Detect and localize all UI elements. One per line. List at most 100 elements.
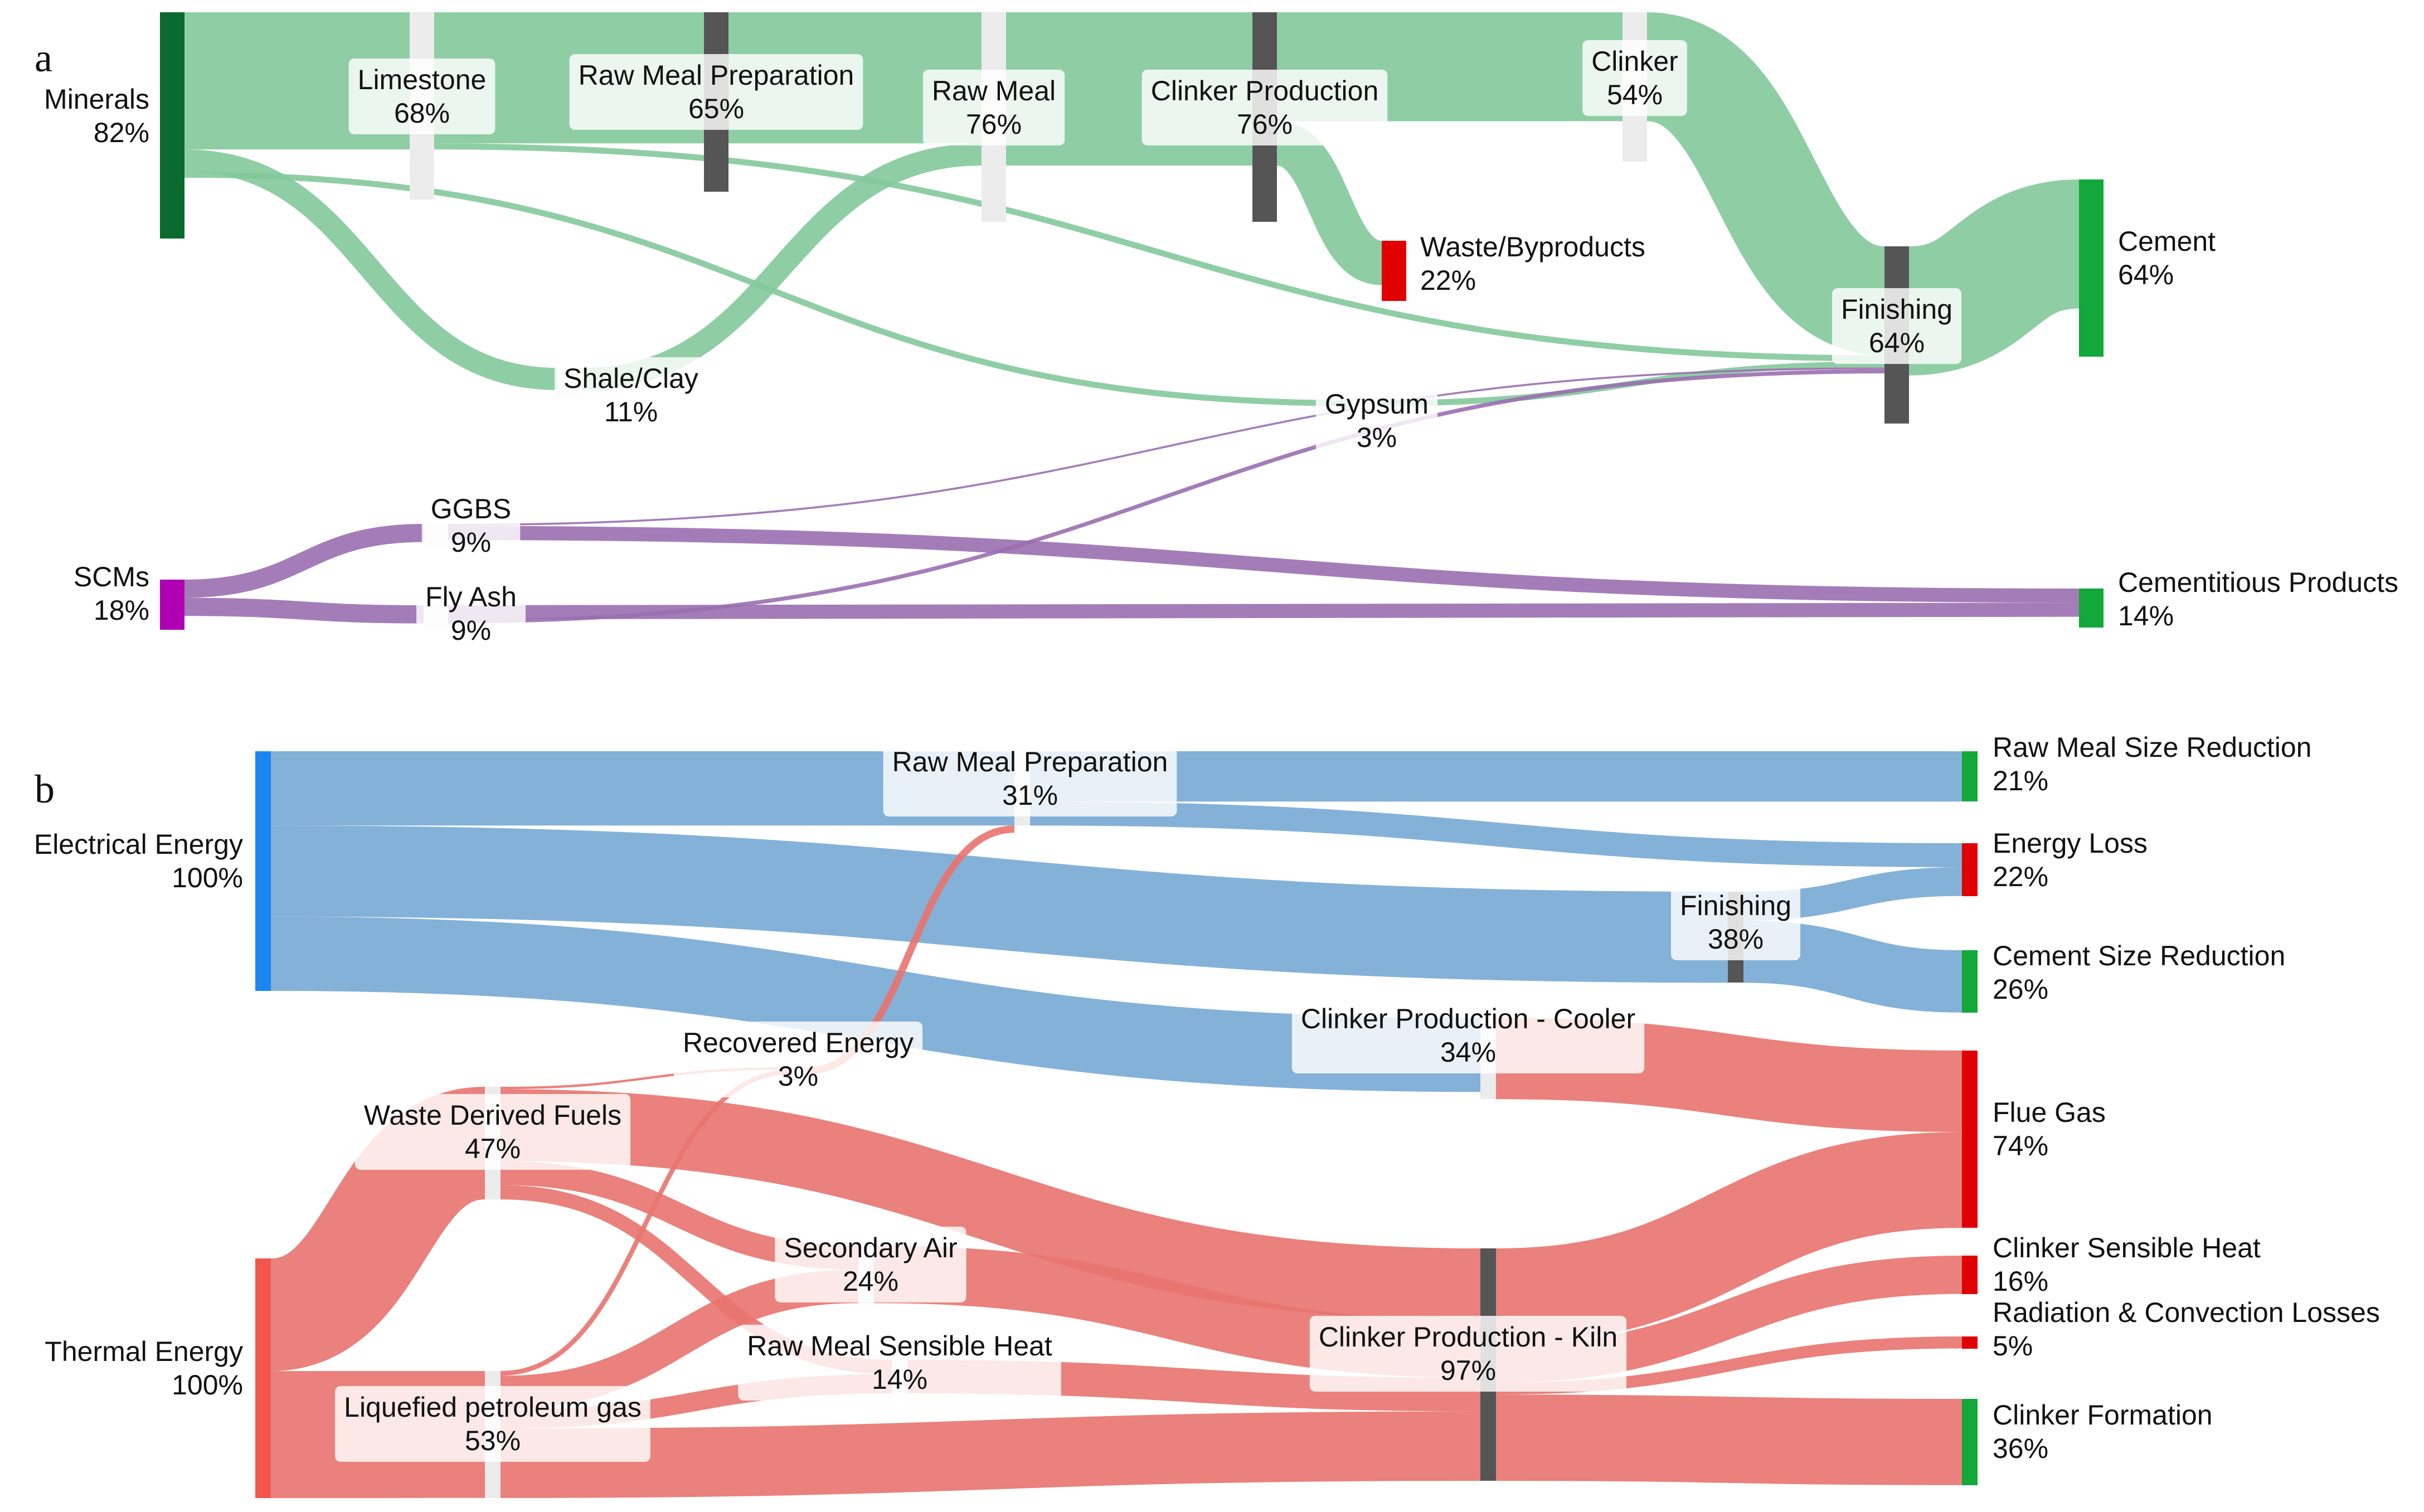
label-scms-value: 18% <box>94 595 149 626</box>
link-limestone-to-finishing <box>434 143 1885 362</box>
link-minerals-to-shale <box>184 149 558 390</box>
label-radconv-value: 5% <box>1993 1330 2033 1362</box>
label-ckform-name: Clinker Formation <box>1993 1399 2213 1431</box>
label-flyash-box <box>416 576 526 652</box>
label-cooler-name: Clinker Production - Cooler <box>1301 1003 1635 1034</box>
node-waste <box>1382 241 1406 301</box>
label-secair-value: 24% <box>843 1266 898 1297</box>
node-ckform <box>1962 1399 1978 1485</box>
label-thermal-name: Thermal Energy <box>45 1336 243 1367</box>
link-scms-to-ggbs <box>184 524 424 598</box>
node-cement <box>2079 179 2104 357</box>
label-cksens-value: 16% <box>1993 1266 2048 1297</box>
label-wdf-box <box>354 1094 631 1170</box>
label-limestone-box <box>348 59 496 134</box>
label-lpg-name: Liquefied petroleum gas <box>344 1392 642 1423</box>
label-bfinishing-name: Finishing <box>1680 890 1791 921</box>
label-clinkerprod-box <box>1141 70 1388 145</box>
label-scms-name: SCMs <box>74 561 149 592</box>
link-lpg-to-kiln <box>500 1411 1481 1498</box>
link-ggbs-to-cementitious <box>448 526 2080 603</box>
label-flue-value: 74% <box>1993 1130 2048 1161</box>
link-kiln-to-ckform <box>1495 1394 1962 1485</box>
label-rmsensible-value: 14% <box>872 1364 927 1395</box>
label-bfinishing-value: 38% <box>1708 923 1764 955</box>
link-clinker-to-finishing <box>1643 12 1888 356</box>
label-recovered-box <box>673 1022 923 1097</box>
label-wdf-name: Waste Derived Fuels <box>364 1100 621 1131</box>
node-cementitious <box>2079 589 2104 628</box>
label-rmsize-value: 21% <box>1993 765 2048 796</box>
label-kiln-value: 97% <box>1440 1355 1496 1386</box>
label-clinkerprod-name: Clinker Production <box>1151 75 1379 106</box>
link-rmprep-to-eloss <box>1029 801 1962 867</box>
label-finishing-value: 64% <box>1869 327 1925 358</box>
label-minerals-value: 82% <box>94 117 149 148</box>
label-lpg-value: 53% <box>465 1425 521 1456</box>
label-gypsum-box <box>1315 383 1438 459</box>
panel-b-letter: b <box>35 767 55 811</box>
label-cement-name: Cement <box>2118 226 2216 257</box>
label-clinker-name: Clinker <box>1591 46 1678 77</box>
label-limestone-name: Limestone <box>358 64 487 95</box>
label-shale-name: Shale/Clay <box>564 363 698 394</box>
label-cksens-name: Clinker Sensible Heat <box>1993 1232 2261 1263</box>
node-csize <box>1962 950 1978 1013</box>
label-cement-value: 64% <box>2118 259 2174 290</box>
link-flyash-to-finishing <box>448 369 1885 624</box>
label-rawprep-box <box>569 54 863 130</box>
label-waste-name: Waste/Byproducts <box>1420 231 1645 262</box>
label-eloss-name: Energy Loss <box>1993 828 2148 859</box>
label-recovered-value: 3% <box>778 1061 818 1092</box>
label-secair-box <box>775 1227 966 1302</box>
label-secair-name: Secondary Air <box>784 1232 957 1263</box>
label-cementitious-value: 14% <box>2118 600 2174 631</box>
label-csize-value: 26% <box>1993 974 2048 1005</box>
label-electrical-value: 100% <box>172 862 243 893</box>
label-rmprep-value: 31% <box>1002 780 1058 811</box>
label-clinker-box <box>1582 40 1687 116</box>
label-shale-value: 11% <box>604 396 658 427</box>
label-rawmeal-name: Raw Meal <box>932 75 1056 106</box>
label-shale-box <box>555 357 707 433</box>
label-rawmeal-box <box>922 70 1065 145</box>
node-flue <box>1962 1051 1978 1228</box>
label-rmprep-box <box>883 741 1177 816</box>
label-flyash-value: 9% <box>451 615 491 646</box>
node-thermal <box>255 1258 271 1498</box>
node-scms <box>160 580 184 630</box>
label-cooler-value: 34% <box>1440 1037 1496 1068</box>
link-kiln-to-flue <box>1495 1132 1962 1344</box>
link-clinkerprod-to-waste <box>1274 121 1385 285</box>
link-minerals-to-gypsum <box>184 171 1353 406</box>
label-gypsum-value: 3% <box>1357 422 1397 453</box>
label-recovered-name: Recovered Energy <box>683 1027 914 1058</box>
panel-a-letter: a <box>35 36 52 80</box>
link-flyash-to-cementitious <box>448 602 2080 620</box>
link-electrical-to-cooler <box>270 916 1481 1092</box>
label-cementitious-name: Cementitious Products <box>2118 567 2398 598</box>
